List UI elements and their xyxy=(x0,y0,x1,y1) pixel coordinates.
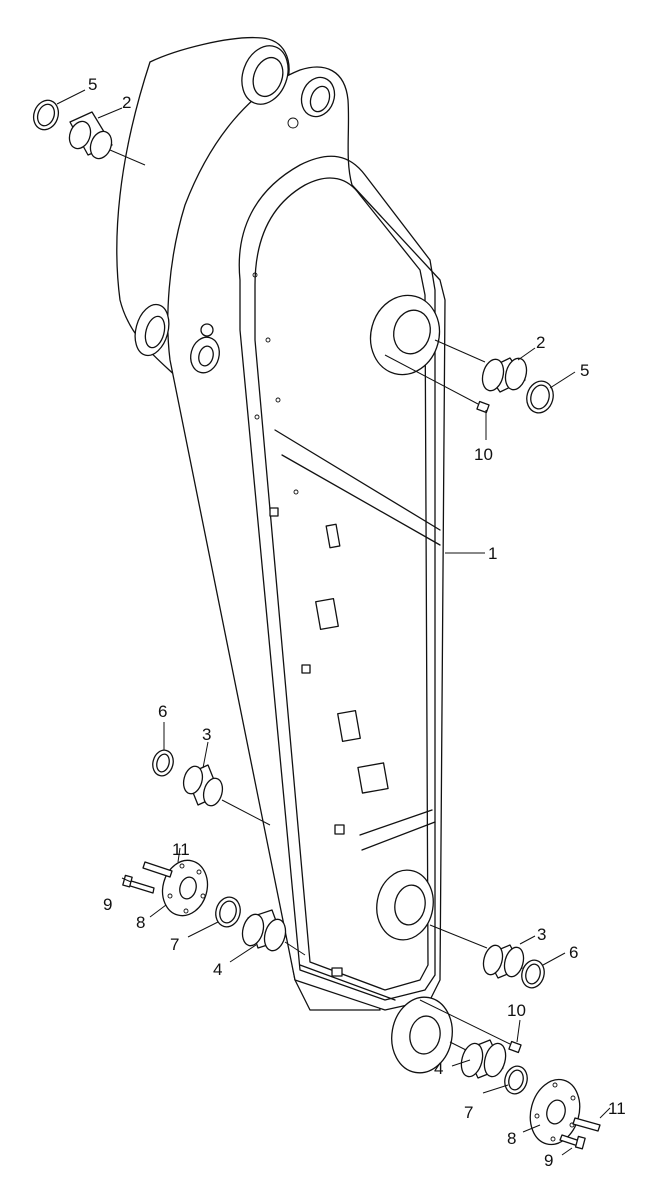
callout-7-left: 7 xyxy=(170,935,179,954)
callout-2-top: 2 xyxy=(122,93,131,112)
callout-7-right: 7 xyxy=(464,1103,473,1122)
callout-6-left: 6 xyxy=(158,702,167,721)
pin-11-right xyxy=(572,1117,601,1132)
flange-plate-8-left xyxy=(161,859,209,917)
callout-1: 1 xyxy=(488,544,497,563)
bushing-2-right xyxy=(434,339,528,393)
callout-5-top: 5 xyxy=(88,75,97,94)
grease-fitting-10-upper xyxy=(384,354,490,414)
callout-9-right: 9 xyxy=(544,1151,553,1170)
callout-9-left: 9 xyxy=(103,895,112,914)
pin-11-left xyxy=(142,861,173,878)
callout-5-right: 5 xyxy=(580,361,589,380)
callout-labels: 1 2 2 3 3 4 4 5 5 6 6 7 7 8 8 9 9 10 10 … xyxy=(88,75,626,1170)
callout-2-right: 2 xyxy=(536,333,545,352)
ring-5-right xyxy=(526,380,554,414)
ring-7-left xyxy=(215,896,241,928)
ring-7-right xyxy=(504,1065,528,1095)
bushing-4-right xyxy=(449,1039,507,1079)
bolt-9-left xyxy=(122,874,155,894)
ring-6-left xyxy=(152,749,174,777)
bushing-4-left xyxy=(241,909,306,956)
grease-fitting-10-lower xyxy=(419,999,522,1054)
callout-4-left: 4 xyxy=(213,960,222,979)
callout-10-lower: 10 xyxy=(507,1001,526,1020)
ring-6-right xyxy=(521,959,545,989)
flange-plate-8-right xyxy=(529,1078,581,1146)
callout-3-left: 3 xyxy=(202,725,211,744)
bushing-3-left xyxy=(182,764,271,826)
ring-5-top xyxy=(32,99,60,131)
callout-11-left: 11 xyxy=(172,840,190,859)
callout-4-right: 4 xyxy=(434,1059,443,1078)
bolt-9-right xyxy=(559,1134,586,1150)
callout-8-right: 8 xyxy=(507,1129,516,1148)
arm-body xyxy=(116,36,453,1074)
callout-8-left: 8 xyxy=(136,913,145,932)
callout-3-right: 3 xyxy=(537,925,546,944)
callout-11-right: 11 xyxy=(608,1099,626,1118)
bushing-2-top xyxy=(68,111,146,166)
leader-lines xyxy=(56,89,611,1156)
callout-10-upper: 10 xyxy=(474,445,493,464)
bushing-3-right xyxy=(429,924,525,979)
callout-6-right: 6 xyxy=(569,943,578,962)
